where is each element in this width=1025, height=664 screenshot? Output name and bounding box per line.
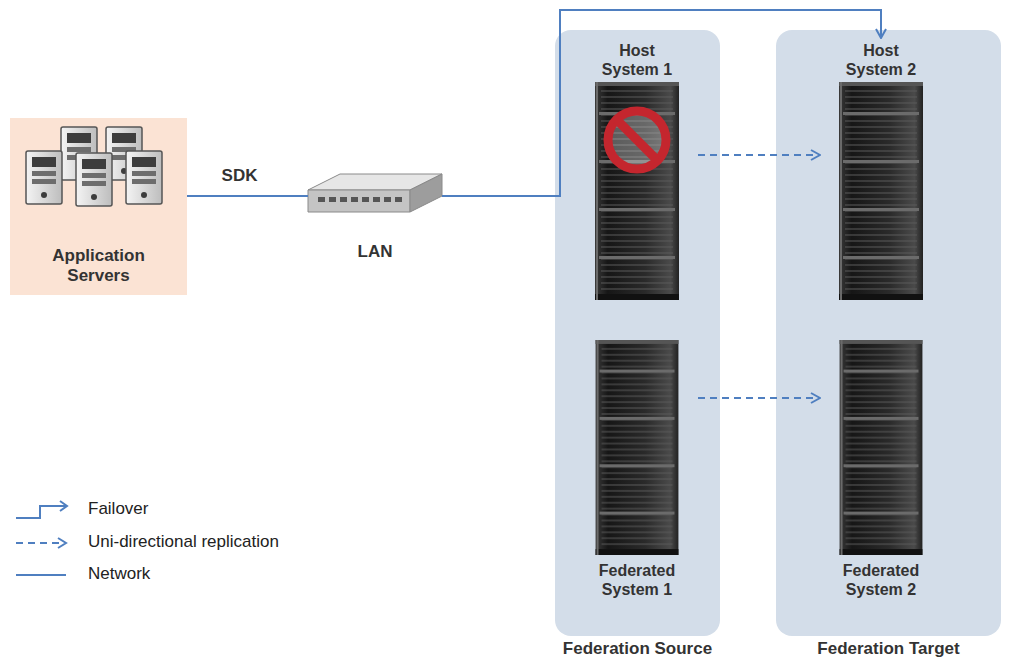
edge-label: SDK <box>222 166 258 186</box>
replication-arrow <box>698 154 820 156</box>
failover-arrow <box>442 10 881 196</box>
switch-icon <box>308 174 442 212</box>
node-label: Federation Source <box>555 639 720 659</box>
server-icons <box>26 127 162 206</box>
node-label: Federation Target <box>776 639 1001 659</box>
rack-server <box>596 340 679 555</box>
node-label: Host System 1 <box>595 42 679 80</box>
node-label: Federated System 2 <box>839 562 923 600</box>
network-line <box>187 195 308 197</box>
node-label: Federated System 1 <box>595 562 679 600</box>
rack-server <box>839 82 923 300</box>
rack-server <box>840 340 923 555</box>
rack-server <box>595 82 679 300</box>
replication-arrow <box>698 397 820 399</box>
node-label: LAN <box>308 242 442 262</box>
node-label: Host System 2 <box>839 42 923 80</box>
failure-symbol <box>608 111 666 169</box>
legend-sample <box>16 501 67 575</box>
node-label: Application Servers <box>40 246 157 286</box>
